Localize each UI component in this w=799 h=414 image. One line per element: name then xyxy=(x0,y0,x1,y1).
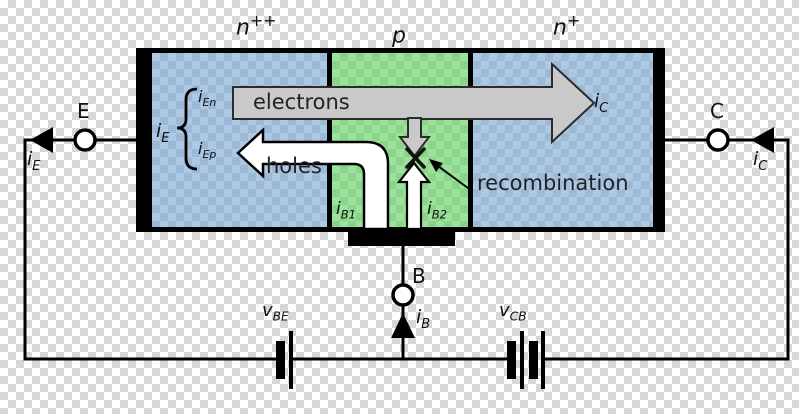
base-region-label: p xyxy=(392,23,406,49)
recombination-label: recombination xyxy=(477,171,629,195)
collector-terminal-label: C xyxy=(710,99,724,123)
electrons-flow-label: electrons xyxy=(253,90,350,114)
recombination-x-mark xyxy=(405,147,426,169)
emitter-n-region xyxy=(152,53,327,227)
recombination-pointer-arrowhead xyxy=(429,159,443,172)
hole-supply-arrow-ib2 xyxy=(396,161,432,231)
circuit-wires xyxy=(23,138,790,361)
vbe-battery-negative-plate xyxy=(276,341,285,379)
base-terminal-label: B xyxy=(412,264,426,288)
vcb-battery-negative-plate-1 xyxy=(507,341,516,379)
emitter-hole-current-label: iEp xyxy=(198,139,217,162)
emitter-terminal-node xyxy=(73,128,97,152)
electron-recombination-arrow xyxy=(397,117,432,158)
base-wire-current-label: iB xyxy=(416,306,431,332)
base-current-arrowhead xyxy=(391,313,415,338)
vcb-battery-positive-plate-1 xyxy=(520,331,524,389)
collector-current-arrowhead xyxy=(751,127,774,153)
vcb-source-label: vCB xyxy=(499,300,527,324)
electron-flow-arrow xyxy=(232,61,596,145)
base-contact-bar xyxy=(348,232,455,246)
emitter-wire-current-label: iE xyxy=(27,148,41,174)
collector-wire-current-label: iC xyxy=(753,148,768,174)
collector-region-label: n+ xyxy=(553,11,581,41)
collector-terminal-node xyxy=(706,128,730,152)
emitter-electron-current-label: iEn xyxy=(198,87,217,110)
holes-flow-label: holes xyxy=(266,154,322,178)
base-p-region xyxy=(332,53,468,227)
emitter-current-arrowhead xyxy=(30,127,53,153)
vcb-battery-positive-plate-2 xyxy=(541,331,545,389)
emitter-current-brace xyxy=(176,87,198,171)
hole-flow-arrow-ib1 xyxy=(236,127,390,231)
emitter-terminal-label: E xyxy=(77,99,90,123)
base-terminal-node xyxy=(391,283,415,307)
collector-current-label-arrow: iC xyxy=(594,90,609,116)
recombination-pointer-line xyxy=(437,165,473,192)
vcb-battery-negative-plate-2 xyxy=(529,341,538,379)
vbe-source-label: vBE xyxy=(262,300,289,324)
emitter-current-group-label: iE xyxy=(156,120,170,146)
emitter-region-label: n++ xyxy=(236,11,277,41)
base-current-1-label: iB1 xyxy=(336,199,357,222)
base-current-2-label: iB2 xyxy=(427,199,448,222)
vbe-battery-positive-plate xyxy=(289,331,293,389)
